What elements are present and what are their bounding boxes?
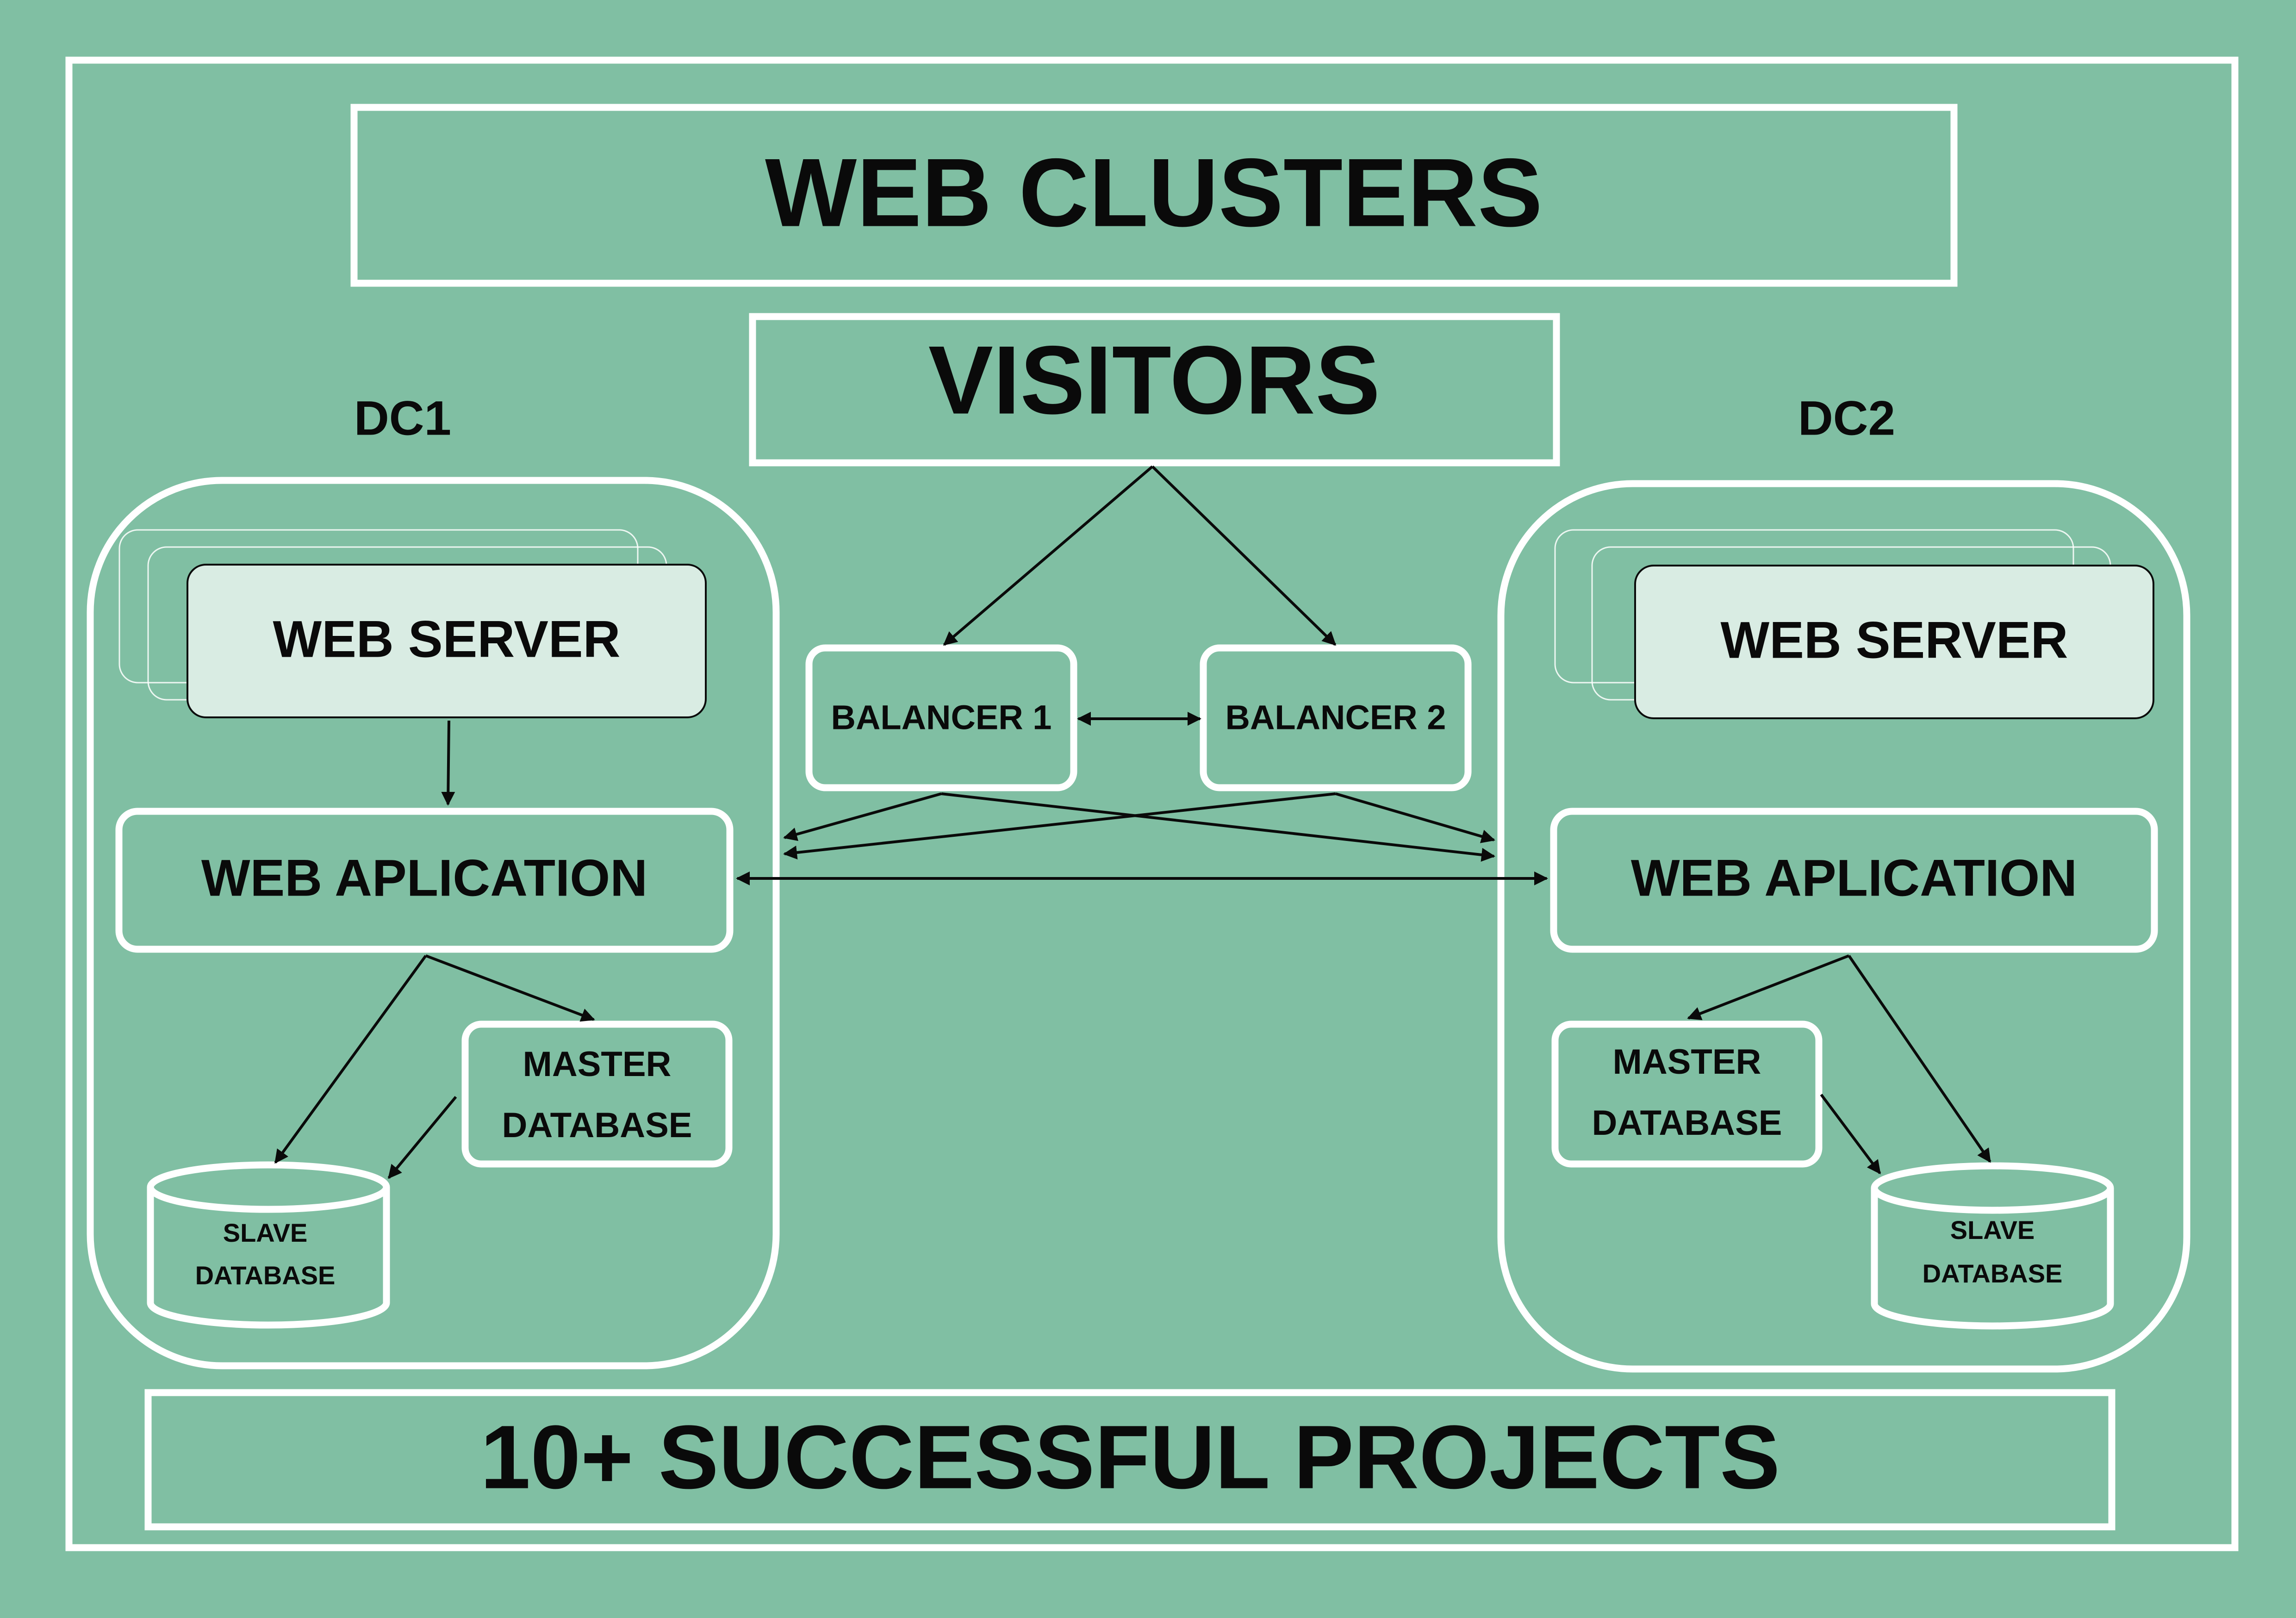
footer-box: 10+ SUCCESSFUL PROJECTS <box>144 1389 2116 1531</box>
dc1-container <box>87 477 780 1369</box>
dc2-web-server: WEB SERVER <box>1554 529 2154 719</box>
balancer-2-label: BALANCER 2 <box>1226 698 1446 737</box>
dc2-master-database-line1: MASTER <box>1613 1042 1761 1082</box>
arrow-balancer-1-to-dc2-app <box>941 792 1495 862</box>
dc1-master-database-line1: MASTER <box>523 1045 672 1084</box>
visitors-box: VISITORS <box>749 313 1560 467</box>
dc1-slave-database-line2: DATABASE <box>195 1261 336 1290</box>
dc1-web-application-label: WEB APLICATION <box>201 849 647 907</box>
dc2-slave-database: SLAVE DATABASE <box>1871 1162 2114 1330</box>
outer-frame <box>65 56 2239 1551</box>
arrow-visitors-to-balancer-2 <box>1151 465 1337 646</box>
dc1-master-database-line2: DATABASE <box>502 1106 692 1145</box>
arrow-balancer-2-to-dc2-app <box>1335 792 1495 843</box>
arrow-balancer-1-to-dc1-app <box>783 792 942 841</box>
arrow-dc1-master-to-slave <box>387 1096 457 1179</box>
dc2-master-database: MASTER DATABASE <box>1551 1021 1823 1168</box>
connectors <box>274 465 1991 1179</box>
arrow-dc2-master-to-slave <box>1820 1094 1881 1175</box>
dc1-slave-database-line1: SLAVE <box>223 1218 308 1247</box>
page-title: WEB CLUSTERS <box>765 138 1543 247</box>
balancer-2: BALANCER 2 <box>1200 644 1472 791</box>
dc2-slave-database-line1: SLAVE <box>1950 1215 2035 1245</box>
arrow-balancer-2-to-dc1-app <box>783 792 1336 859</box>
arrow-visitors-to-balancer-1 <box>943 465 1153 646</box>
dc2-master-database-line2: DATABASE <box>1592 1103 1782 1143</box>
balancer-1-label: BALANCER 1 <box>831 698 1052 737</box>
dc2-container <box>1497 480 2190 1373</box>
visitors-label: VISITORS <box>928 325 1380 434</box>
balancer-1: BALANCER 1 <box>805 644 1077 791</box>
dc1-web-server: WEB SERVER <box>118 529 707 718</box>
arrow-dc1-app-to-master <box>425 954 595 1022</box>
arrow-dc2-app-to-slave <box>1848 955 1991 1163</box>
arrow-dc1-server-to-app <box>441 720 455 806</box>
dc1-web-server-label: WEB SERVER <box>273 610 621 668</box>
arrow-dc1-app-to-slave <box>274 955 427 1164</box>
arrow-dc2-app-to-master <box>1687 954 1850 1021</box>
title-box: WEB CLUSTERS <box>350 104 1958 287</box>
dc1-label: DC1 <box>354 392 451 446</box>
dc2-web-application: WEB APLICATION <box>1550 808 2158 953</box>
dc1-slave-database: SLAVE DATABASE <box>147 1161 390 1329</box>
dc2-web-server-label: WEB SERVER <box>1721 611 2068 669</box>
dc2-label: DC2 <box>1798 392 1895 446</box>
footer-text: 10+ SUCCESSFUL PROJECTS <box>480 1407 1780 1508</box>
dc2-slave-database-line2: DATABASE <box>1923 1259 2063 1288</box>
dc2-web-application-label: WEB APLICATION <box>1631 849 2077 907</box>
dc1-master-database: MASTER DATABASE <box>461 1021 733 1168</box>
dc1-web-application: WEB APLICATION <box>115 808 734 953</box>
